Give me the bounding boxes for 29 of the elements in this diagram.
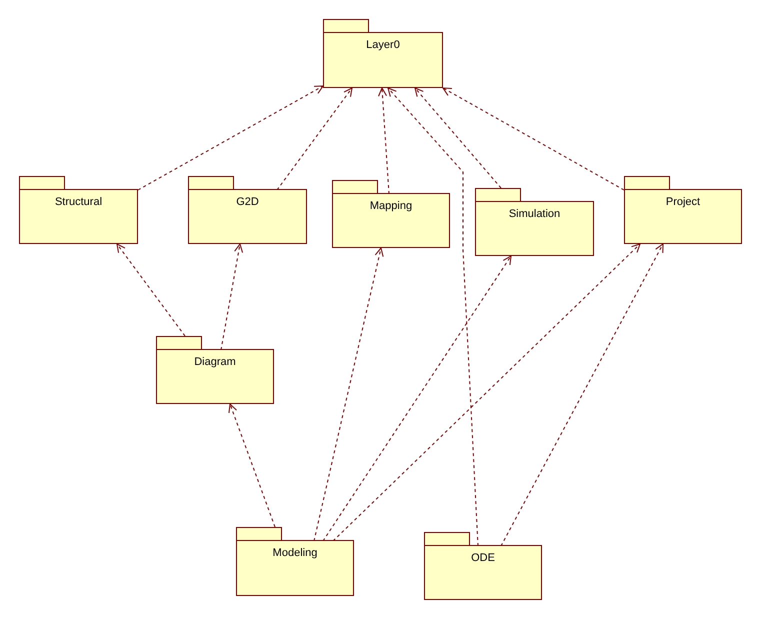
uml-package — [424, 532, 542, 600]
package-name: ODE — [471, 551, 495, 565]
dependency-arrow — [388, 88, 478, 546]
dependency-arrow — [414, 88, 502, 188]
dependency-arrow — [322, 256, 512, 542]
uml-package — [475, 188, 594, 256]
uml-package — [236, 527, 354, 596]
package-name: Mapping — [370, 199, 412, 213]
package-name: Diagram — [194, 355, 236, 369]
uml-package — [156, 336, 274, 404]
dependency-arrow — [332, 244, 640, 542]
uml-package — [323, 19, 443, 88]
package-name: Structural — [54, 195, 102, 209]
uml-package — [19, 176, 138, 244]
dependency-arrow — [442, 88, 624, 190]
dependency-arrow — [378, 88, 390, 194]
uml-package — [624, 176, 742, 244]
uml-package — [332, 180, 450, 248]
dependency-arrow — [500, 244, 664, 546]
dependency-arrow — [220, 244, 244, 350]
dependency-arrow — [314, 248, 384, 542]
dependency-arrow — [276, 88, 352, 190]
uml-package — [188, 176, 307, 244]
package-name: Project — [666, 195, 700, 209]
package-name: Modeling — [272, 546, 318, 560]
package-name: Layer0 — [366, 38, 400, 52]
dependency-arrow — [138, 86, 324, 190]
package-name: Simulation — [508, 207, 560, 221]
package-name: G2D — [236, 195, 259, 209]
